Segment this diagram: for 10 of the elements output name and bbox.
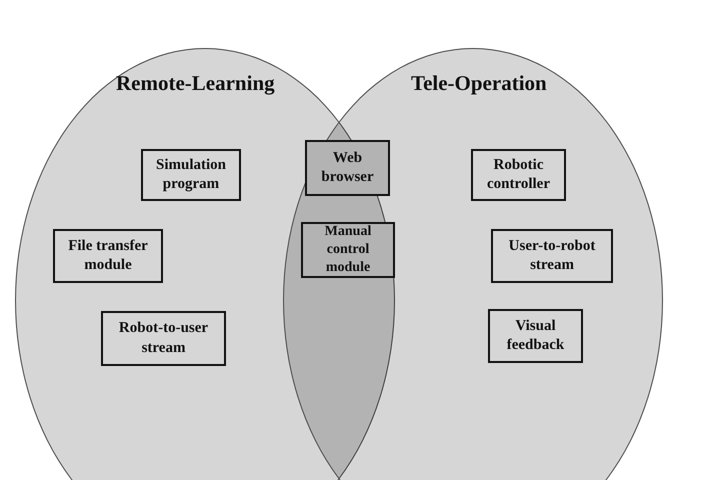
component-box: Robot-to-user stream bbox=[101, 311, 226, 366]
component-box: Visual feedback bbox=[488, 309, 583, 363]
component-box: Manual control module bbox=[301, 222, 395, 278]
circle-heading: Remote-Learning bbox=[116, 71, 275, 96]
component-box: File transfer module bbox=[53, 229, 163, 283]
component-box: User-to-robot stream bbox=[491, 229, 613, 283]
component-box: Web browser bbox=[305, 140, 390, 196]
component-box: Robotic controller bbox=[471, 149, 566, 201]
circle-heading: Tele-Operation bbox=[411, 71, 547, 96]
component-box: Simulation program bbox=[141, 149, 241, 201]
